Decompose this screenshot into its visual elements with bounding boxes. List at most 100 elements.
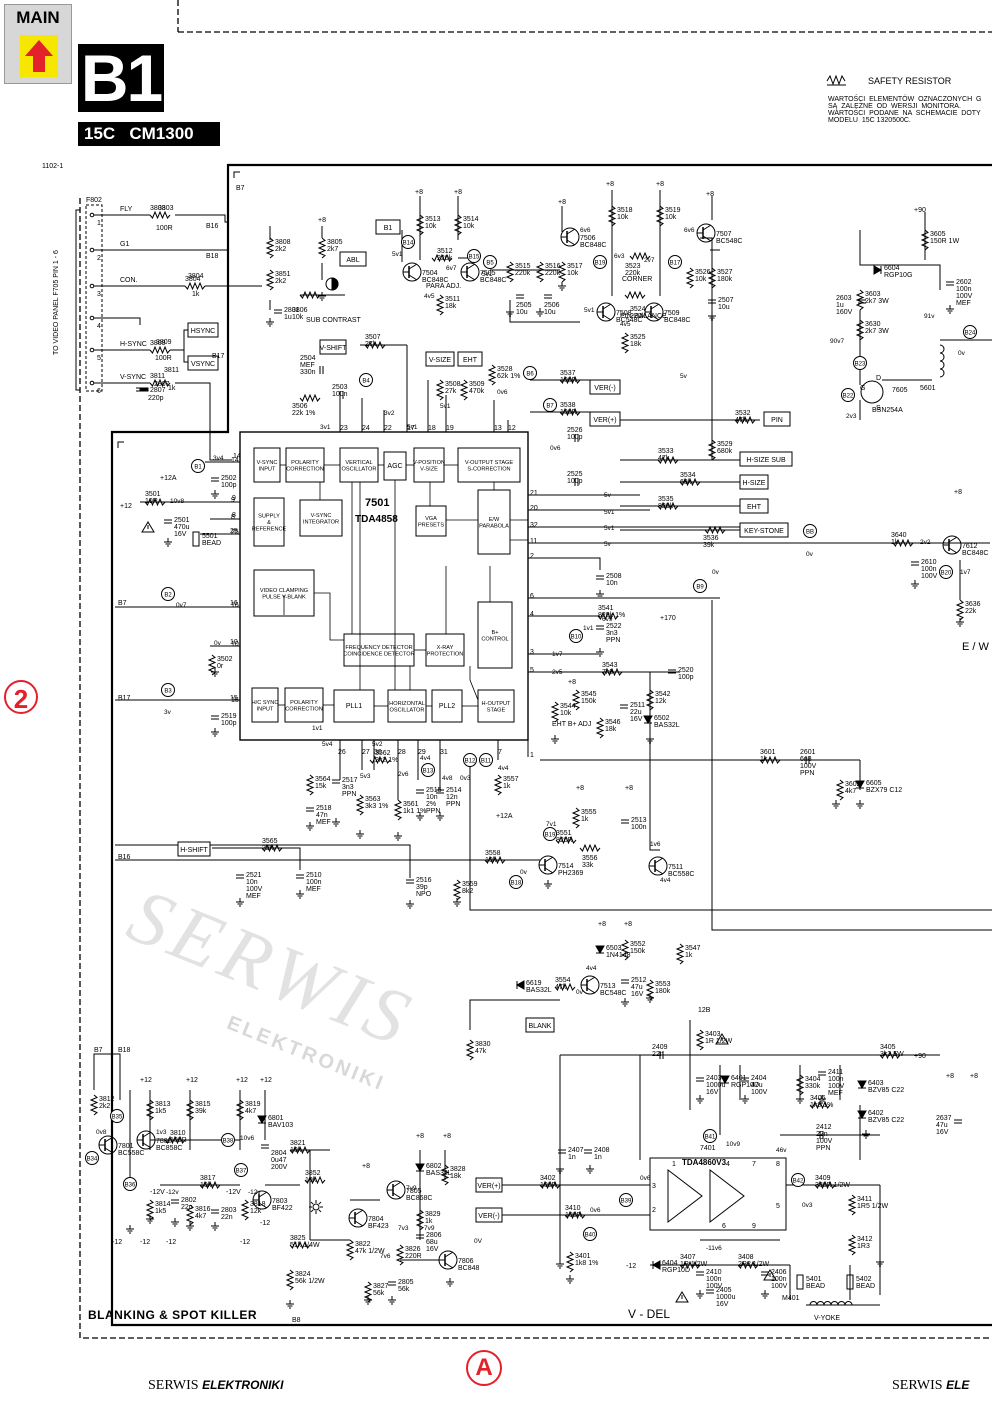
io-box-label: H-SIZE SUB (746, 457, 786, 464)
component-ref: 2521 (246, 872, 262, 879)
transistor-ref: 7514 (558, 863, 574, 870)
voltage-annotation: 2v3 (846, 413, 857, 420)
footer-brand-left-bold: ELEKTRONIKI (202, 1378, 284, 1392)
component-ref: 6619 (526, 980, 542, 987)
capacitor-2610 (911, 561, 919, 566)
component-ref: 3565 (262, 838, 278, 845)
component-ref: 2501 (174, 517, 190, 524)
io-box-pin: PIN (763, 411, 791, 427)
resistor-3519 (655, 205, 665, 227)
footer-brand-right-bold: ELE (946, 1378, 970, 1392)
component-ref: 3818 (250, 1201, 266, 1208)
connector-bracket (75, 209, 80, 391)
component-value: 1k (685, 952, 693, 959)
connector-pin-signal: H-SYNC (120, 341, 147, 348)
transistor-7806 (438, 1250, 458, 1270)
component-ref: 6801 (268, 1115, 284, 1122)
io-box-label: V-SIZE (429, 357, 452, 364)
ground-symbol (646, 994, 654, 1003)
wire (469, 760, 992, 911)
transistor-7508 (596, 302, 616, 322)
component-value: RGP10D (731, 1082, 759, 1089)
node-marker-b10: B10 (569, 629, 583, 643)
resistor-3815 (185, 1099, 195, 1121)
voltage-annotation: 5v2 (372, 741, 383, 748)
voltage-annotation: 4v4 (498, 765, 509, 772)
component-ref: 3806 (292, 307, 308, 314)
component-value: 100p (221, 720, 237, 727)
node-marker-label: B20 (941, 570, 952, 576)
component-value: 820k 1% (598, 612, 625, 619)
main-nav-button[interactable]: MAIN (4, 4, 72, 84)
component-value: 47k (658, 455, 670, 462)
voltage-annotation: 5v3 (360, 773, 371, 780)
transistor-ref: 7805 (406, 1188, 422, 1195)
diode-6604 (873, 265, 883, 275)
component-ref: 2408 (594, 1147, 610, 1154)
component-ref: 5601 (920, 385, 936, 392)
capacitor-2504 (319, 366, 324, 374)
ground-symbol (211, 728, 219, 737)
ground-symbol (911, 580, 919, 589)
component-value: 100V (816, 1138, 833, 1145)
connector-pin-number: 3 (97, 291, 101, 298)
transistor-7511 (648, 856, 668, 876)
component-ref: 2410 (706, 1269, 722, 1276)
component-ref: 3812 (99, 1096, 115, 1103)
ic-block-label: OSCILLATOR (342, 466, 377, 472)
voltage-annotation: 5v1 (482, 271, 493, 278)
resistor-3546 (595, 717, 605, 739)
component-ref: 3603 (865, 291, 881, 298)
node-marker-b11: B11 (479, 753, 493, 767)
component-value: 100V (771, 1283, 788, 1290)
component-ref: 3555 (581, 809, 597, 816)
component-value: 16V (630, 716, 643, 723)
node-marker-label: B19 (595, 260, 606, 266)
io-box-eht1: EHT (457, 351, 483, 367)
node-marker-label: B3 (164, 688, 172, 694)
component-value: 16V (426, 1246, 439, 1253)
transistor-part: BSN254A (872, 407, 903, 414)
component-value: 3k3 1% (365, 803, 388, 810)
voltage-annotation: 6v6 (684, 227, 695, 234)
component-value: 100V (956, 293, 973, 300)
ic-pin-number: 8 (231, 514, 235, 521)
component-value: 470u (174, 524, 190, 531)
component-ref: 2516 (416, 877, 432, 884)
ic-pin-number: 21 (530, 490, 538, 497)
component-ref: 3808 (275, 239, 291, 246)
resistor-3542 (645, 689, 655, 711)
node-marker-label: B36 (125, 1182, 136, 1188)
ground-symbol (436, 812, 444, 821)
transistor-ref: 7508 (616, 310, 632, 317)
resistor-3565 (261, 843, 283, 853)
ic-pin-number: 32 (530, 522, 538, 529)
component-ref: 3511 (445, 296, 460, 303)
transistor-7612 (942, 535, 962, 555)
ic-pin-number: 6 (722, 1223, 726, 1230)
supply-rail-label: +12A (160, 475, 177, 482)
node-marker-b12: B12 (463, 753, 477, 767)
warning-triangle-icon (675, 1291, 689, 1303)
node-marker-b41: B41 (703, 1129, 717, 1143)
node-marker-b35: B35 (110, 1109, 124, 1123)
ic-pin-number: 9 (231, 497, 235, 504)
component-value: 0u47 (271, 1157, 287, 1164)
component-value: 16V (706, 1089, 719, 1096)
resistor-3558 (484, 855, 506, 865)
diode-6402 (857, 1110, 867, 1120)
component-ref: 3805 (327, 239, 343, 246)
ic-pin-number: 5 (530, 667, 534, 674)
component-ref: 6802 (426, 1163, 442, 1170)
ic-pin-number: 3 (530, 649, 534, 656)
transistor-ref: 7505 (480, 270, 496, 277)
ic-pin-number: 20 (530, 505, 538, 512)
voltage-annotation: -11v6 (706, 1245, 722, 1252)
component-ref: 3532 (735, 410, 751, 417)
voltage-annotation: 0V (474, 1238, 483, 1245)
ground-symbol (832, 800, 840, 809)
connector-pin-number: 1 (97, 220, 101, 227)
inductor-5402 (846, 1274, 854, 1290)
